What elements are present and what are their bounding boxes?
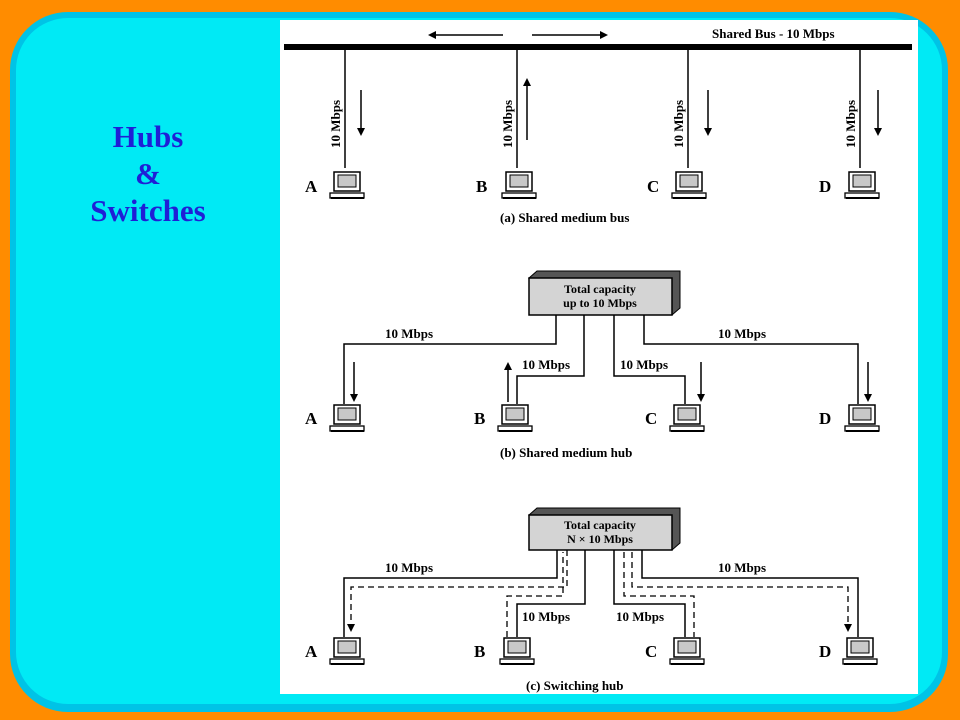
rate-label-c: 10 Mbps [671, 100, 686, 148]
computer-b [501, 171, 537, 199]
node-label-b: B [476, 177, 487, 196]
caption-shared-bus: (a) Shared medium bus [500, 210, 629, 225]
section-switching-hub: Total capacity N × 10 Mbps 10 Mbps 10 Mb… [305, 507, 878, 693]
hub-rate-d: 10 Mbps [718, 326, 766, 341]
slide-title: Hubs & Switches [58, 118, 238, 229]
switch-node-label-a: A [305, 642, 318, 661]
hub-rate-c: 10 Mbps [620, 357, 668, 372]
switch-computer-d [842, 637, 878, 665]
switch-node-label-c: C [645, 642, 657, 661]
switch-link-d [641, 550, 859, 637]
hub-capacity-line-2: up to 10 Mbps [563, 296, 637, 310]
link-d [643, 315, 859, 404]
node-label-c: C [647, 177, 659, 196]
hub-rate-a: 10 Mbps [385, 326, 433, 341]
switch-capacity-line-1: Total capacity [564, 518, 636, 532]
rate-label-b: 10 Mbps [500, 100, 515, 148]
switch-rate-d: 10 Mbps [718, 560, 766, 575]
switch-rate-c: 10 Mbps [616, 609, 664, 624]
caption-shared-hub: (b) Shared medium hub [500, 445, 632, 460]
switch-computer-b [499, 637, 535, 665]
hub-box [528, 277, 673, 316]
rate-label-a: 10 Mbps [328, 100, 343, 148]
hub-computer-d [844, 404, 880, 432]
switch-computer-a [329, 637, 365, 665]
section-shared-bus: Shared Bus - 10 Mbps 10 Mbps 10 Mbps 10 … [284, 26, 912, 225]
diagram-panel [280, 20, 918, 694]
switch-path-d [631, 552, 852, 632]
switch-node-label-b: B [474, 642, 485, 661]
caption-switching-hub: (c) Switching hub [526, 678, 624, 693]
rate-label-d: 10 Mbps [843, 100, 858, 148]
hub-computer-a [329, 404, 365, 432]
title-line-1: Hubs [112, 119, 184, 154]
hub-node-label-d: D [819, 409, 831, 428]
switch-path-a-to-b [347, 550, 568, 632]
hub-node-label-b: B [474, 409, 485, 428]
hub-capacity-line-1: Total capacity [564, 282, 636, 296]
switch-box [528, 514, 673, 551]
bus-label: Shared Bus - 10 Mbps [712, 26, 835, 41]
switch-path-b-to-a [506, 552, 564, 637]
hub-node-label-a: A [305, 409, 318, 428]
computer-c [671, 171, 707, 199]
hub-computer-c [669, 404, 705, 432]
link-b [516, 315, 585, 404]
title-line-3: Switches [90, 193, 206, 228]
node-label-a: A [305, 177, 318, 196]
hub-computer-b [497, 404, 533, 432]
switch-node-label-d: D [819, 642, 831, 661]
link-a [343, 315, 557, 404]
switch-link-a [343, 550, 558, 637]
switch-rate-a: 10 Mbps [385, 560, 433, 575]
hub-node-label-c: C [645, 409, 657, 428]
title-line-2: & [135, 156, 161, 191]
switch-path-c [623, 552, 695, 637]
hub-rate-b: 10 Mbps [522, 357, 570, 372]
link-c [613, 315, 686, 404]
section-shared-hub: Total capacity up to 10 Mbps 10 Mbps 10 … [305, 270, 880, 460]
switch-computer-c [669, 637, 705, 665]
computer-a [329, 171, 365, 199]
switch-rate-b: 10 Mbps [522, 609, 570, 624]
computer-d [844, 171, 880, 199]
switch-link-b [516, 550, 586, 637]
switch-capacity-line-2: N × 10 Mbps [567, 532, 633, 546]
switch-link-c [613, 550, 686, 637]
node-label-d: D [819, 177, 831, 196]
